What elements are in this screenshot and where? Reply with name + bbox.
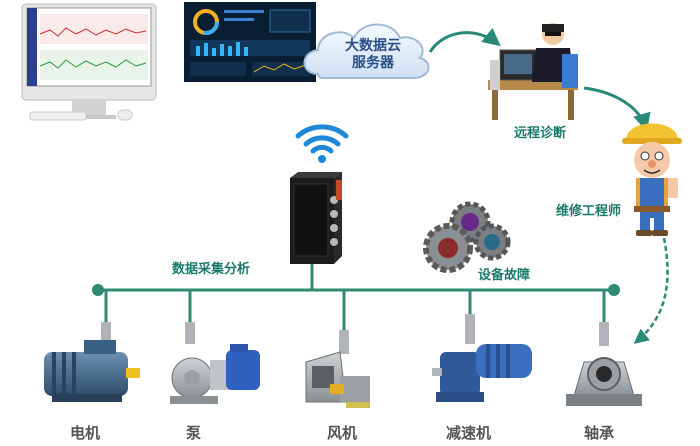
dashboard-screen <box>184 2 316 82</box>
data-acquisition-device <box>290 172 342 264</box>
cloud-label-line2: 服务器 <box>352 55 394 71</box>
reducer-illustration <box>432 314 532 402</box>
equipment-label-reducer: 减速机 <box>446 424 492 442</box>
equipment-label-bearing: 轴承 <box>584 424 615 442</box>
equipment-label-motor: 电机 <box>70 424 101 442</box>
fan-illustration <box>305 330 370 408</box>
motor-illustration <box>44 322 140 402</box>
wifi-icon <box>295 124 349 163</box>
equipment-bus <box>92 264 620 330</box>
engineer-figure <box>622 123 682 236</box>
data-acquisition-label: 数据采集分析 <box>172 262 251 277</box>
bearing-illustration <box>566 322 642 406</box>
gears-icon <box>423 201 511 273</box>
remote-diagnosis-label: 远程诊断 <box>514 126 567 141</box>
arrow-remote-to-engineer <box>583 86 651 132</box>
equipment-label-fan: 风机 <box>327 424 358 442</box>
engineer-label: 维修工程师 <box>556 204 622 219</box>
equipment-label-pump: 泵 <box>186 424 202 442</box>
pump-illustration <box>170 322 260 404</box>
arrow-engineer-to-bearing <box>633 237 669 344</box>
arrow-cloud-to-remote <box>428 27 501 53</box>
remote-operator <box>488 23 578 120</box>
cloud-server <box>303 23 430 79</box>
cloud-label-line1: 大数据云 <box>345 38 401 54</box>
equipment-fault-label: 设备故障 <box>478 268 531 283</box>
imac-monitor <box>21 3 157 121</box>
cloud-label: 大数据云 服务器 <box>336 38 410 72</box>
